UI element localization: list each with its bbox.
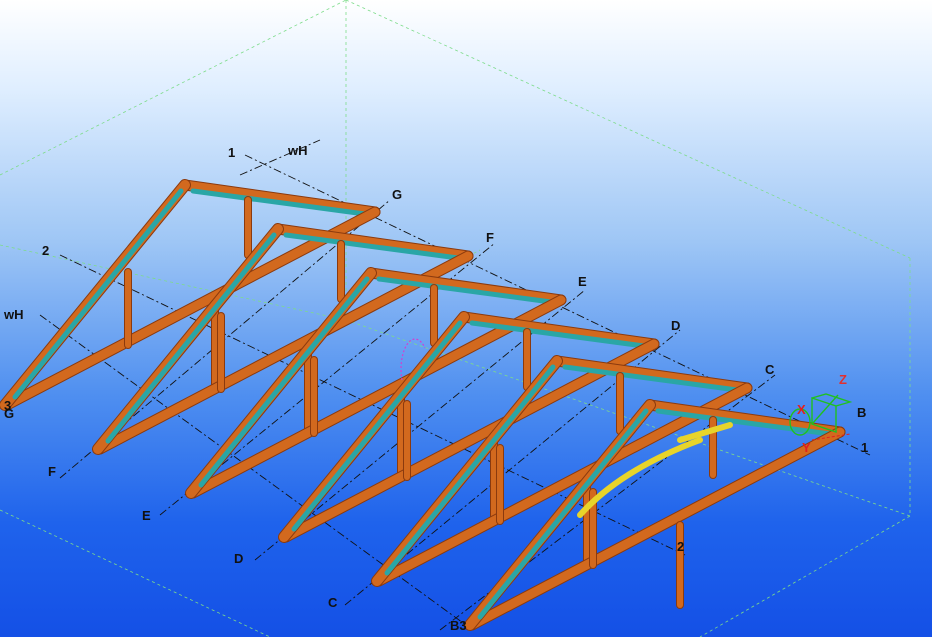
roof-trusses	[0, 179, 846, 631]
coordinate-axes-gizmo[interactable]: X Y Z	[789, 372, 853, 455]
selected-bracing[interactable]	[577, 422, 733, 518]
work-area-edge	[345, 0, 911, 259]
work-area-edge	[0, 509, 271, 637]
grid-label: wH	[3, 307, 24, 322]
grid-label: C	[328, 595, 338, 610]
truss-cleat[interactable]	[562, 364, 740, 393]
truss-top-chord[interactable]	[180, 180, 380, 217]
x-axis-label: X	[797, 402, 806, 417]
truss-frame[interactable]	[0, 179, 381, 411]
y-axis-line	[811, 433, 851, 441]
truss-cleat[interactable]	[477, 408, 649, 620]
selected-brace-member[interactable]	[577, 437, 703, 518]
grid-label: F	[486, 230, 494, 245]
truss-frame[interactable]	[185, 267, 567, 499]
truss-frame[interactable]	[92, 223, 474, 455]
grid-label: G	[4, 406, 14, 421]
truss-top-chord[interactable]	[459, 312, 659, 349]
truss-back-chord[interactable]	[374, 383, 752, 586]
work-area-edge	[699, 515, 911, 637]
grid-label: E	[142, 508, 151, 523]
truss-back-chord[interactable]	[2, 207, 380, 410]
truss-back-chord[interactable]	[95, 251, 473, 454]
truss-back-chord[interactable]	[281, 339, 659, 542]
truss-back-chord[interactable]	[188, 295, 566, 498]
y-axis-label: Y	[802, 440, 811, 455]
truss-cleat[interactable]	[283, 232, 461, 261]
grid-label: D	[671, 318, 680, 333]
grid-label: D	[234, 551, 243, 566]
rotate-handle[interactable]	[789, 408, 811, 436]
work-area-edge	[0, 0, 347, 176]
grid-line-wH	[239, 139, 321, 176]
grid-labels: 1 wH G F E D C B 1 2 wH 3 G F E D C B3 2	[3, 143, 868, 633]
grid-label: F	[48, 464, 56, 479]
grid-label: B	[857, 405, 866, 420]
truss-top-chord[interactable]	[366, 268, 566, 305]
truss-frame[interactable]	[464, 399, 846, 631]
z-axis-line	[811, 394, 839, 425]
truss-top-chord[interactable]	[273, 224, 473, 261]
truss-cleat[interactable]	[190, 188, 368, 217]
truss-cleat[interactable]	[105, 232, 277, 444]
grid-label: E	[578, 274, 587, 289]
grid-label: 2	[42, 243, 49, 258]
pick-highlight-arc	[400, 338, 426, 381]
selected-brace-member[interactable]	[677, 422, 733, 443]
grid-label: G	[392, 187, 402, 202]
truss-frame[interactable]	[278, 311, 660, 543]
truss-top-chord[interactable]	[645, 400, 845, 437]
truss-back-chord[interactable]	[467, 427, 845, 630]
truss-cleat[interactable]	[469, 320, 647, 349]
gizmo-box	[811, 393, 853, 407]
truss-cleat[interactable]	[384, 364, 556, 576]
gizmo-box	[811, 397, 837, 433]
grid-label: 3	[4, 398, 11, 413]
truss-cleat[interactable]	[198, 276, 370, 488]
truss-top-chord[interactable]	[552, 356, 752, 393]
truss-cleat[interactable]	[376, 276, 554, 305]
grid-label: wH	[287, 143, 308, 158]
grid-label: 2	[677, 539, 684, 554]
work-area-edge	[0, 244, 347, 321]
z-axis-label: Z	[839, 372, 847, 387]
grid-label: B3	[450, 618, 467, 633]
grid-line-2	[59, 254, 686, 556]
truss-frame[interactable]	[371, 355, 753, 587]
truss-cleat[interactable]	[655, 408, 833, 437]
truss-cleat[interactable]	[12, 188, 184, 400]
truss-cleat[interactable]	[291, 320, 463, 532]
grid-label: 1	[228, 145, 235, 160]
grid-label: C	[765, 362, 775, 377]
grid-label: 1	[861, 440, 868, 455]
